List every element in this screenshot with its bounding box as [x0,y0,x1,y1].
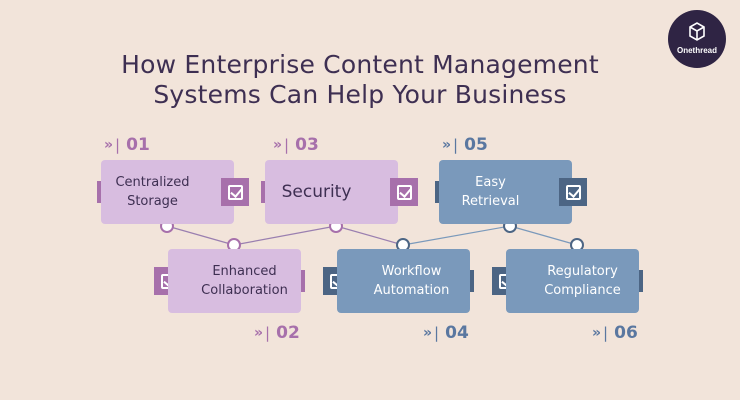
step-label-line-1: Workflow [381,264,442,279]
step-number-02: » | 02 [254,323,300,343]
step-card-centralized-storage: Centralized Storage [101,160,234,224]
connector-2-3 [233,225,337,246]
step-number-text: 01 [126,135,150,155]
connector-1-2 [166,225,235,246]
step-number-text: 03 [295,135,319,155]
title-line-2: Systems Can Help Your Business [153,80,567,109]
chevron-icon: » [104,137,113,153]
step-label-line-2: Automation [373,283,450,298]
step-number-06: » | 06 [592,323,638,343]
checkbox-icon [559,178,587,206]
logo-text: Onethread [676,46,717,55]
card-tab [435,181,439,203]
step-number-text: 02 [276,323,300,343]
card-tab [261,181,265,203]
step-label-line-2: Storage [127,194,178,209]
step-number-text: 04 [445,323,469,343]
chevron-icon: » [423,325,432,341]
step-number-05: » | 05 [442,135,488,155]
card-tab [97,181,101,203]
page-title: How Enterprise Content Management System… [0,50,720,110]
separator: | [434,324,440,342]
step-label-line-1: Regulatory [547,264,618,279]
step-card-enhanced-collaboration: Enhanced Collaboration [168,249,301,313]
connector-4-5 [402,225,511,246]
step-label-line-2: Compliance [544,283,621,298]
step-number-03: » | 03 [273,135,319,155]
separator: | [115,136,121,154]
onethread-logo: Onethread [668,10,726,68]
step-number-text: 05 [464,135,488,155]
step-label-line-1: Security [281,181,352,202]
card-tab [639,270,643,292]
onethread-logo-icon [689,22,705,41]
step-card-security: Security [265,160,398,224]
step-label-line-1: Centralized [115,175,190,190]
step-label-line-2: Collaboration [201,283,288,298]
step-card-easy-retrieval: Easy Retrieval [439,160,572,224]
step-card-regulatory-compliance: Regulatory Compliance [506,249,639,313]
step-card-workflow-automation: Workflow Automation [337,249,470,313]
separator: | [603,324,609,342]
chevron-icon: » [442,137,451,153]
step-number-text: 06 [614,323,638,343]
separator: | [265,324,271,342]
step-label-line-1: Easy [475,175,506,190]
connector-5-6 [509,225,578,246]
step-label-line-1: Enhanced [212,264,277,279]
separator: | [453,136,459,154]
card-tab [301,270,305,292]
chevron-icon: » [273,137,282,153]
separator: | [284,136,290,154]
chevron-icon: » [254,325,263,341]
connector-3-4 [335,225,404,246]
step-number-01: » | 01 [104,135,150,155]
card-tab [470,270,474,292]
chevron-icon: » [592,325,601,341]
step-label-line-2: Retrieval [461,194,520,209]
title-line-1: How Enterprise Content Management [121,50,599,79]
checkbox-icon [390,178,418,206]
step-number-04: » | 04 [423,323,469,343]
checkbox-icon [221,178,249,206]
